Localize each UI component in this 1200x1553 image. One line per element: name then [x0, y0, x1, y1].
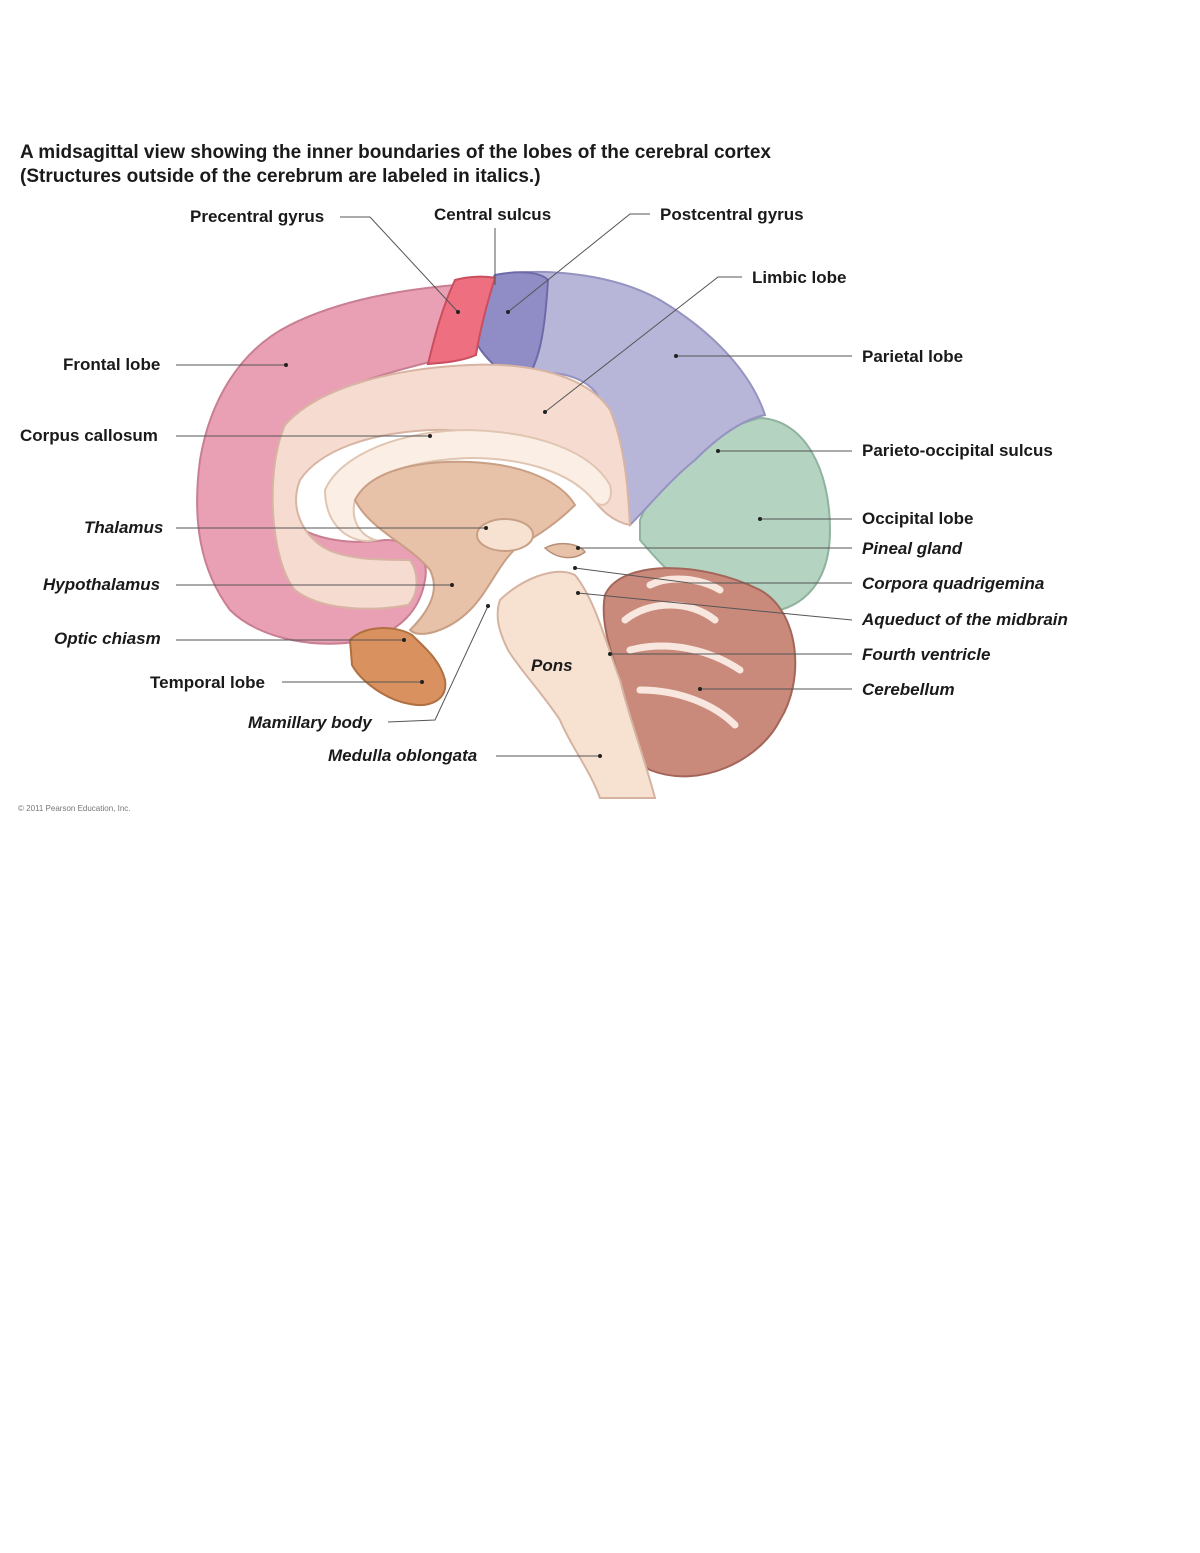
label-mamillary-body: Mamillary body — [248, 713, 372, 732]
precentral-gyrus-region — [426, 275, 497, 366]
label-occipital-lobe: Occipital lobe — [862, 509, 974, 528]
copyright-notice: © 2011 Pearson Education, Inc. — [18, 804, 131, 813]
corpus-callosum-region — [323, 428, 612, 542]
thalamus-structure — [476, 518, 534, 552]
leader-postcentral-gyrus — [507, 213, 650, 313]
label-temporal-lobe: Temporal lobe — [150, 673, 265, 692]
figure-title: A midsagittal view showing the inner bou… — [20, 141, 771, 189]
label-optic-chiasm: Optic chiasm — [54, 629, 161, 648]
pineal-gland-structure — [543, 542, 586, 559]
label-precentral-gyrus: Precentral gyrus — [190, 207, 325, 226]
label-parieto-occipital-sulcus: Parieto-occipital sulcus — [862, 441, 1053, 460]
leader-lines — [176, 213, 853, 757]
leader-mamillary-body — [387, 605, 489, 723]
label-parietal-lobe: Parietal lobe — [862, 347, 964, 366]
label-pineal-gland: Pineal gland — [862, 539, 963, 558]
leader-aqueduct — [577, 592, 853, 621]
label-medulla-oblongata: Medulla oblongata — [328, 746, 478, 765]
label-thalamus: Thalamus — [84, 518, 164, 537]
limbic-lobe-region — [271, 363, 632, 610]
brain-illustration — [176, 213, 853, 799]
brainstem-region — [496, 570, 657, 799]
diencephalon-region — [353, 460, 577, 635]
label-pons: Pons — [531, 656, 573, 675]
label-corpora-quadrigemina: Corpora quadrigemina — [862, 574, 1045, 593]
leader-precentral-gyrus — [340, 216, 459, 313]
label-hypothalamus: Hypothalamus — [43, 575, 161, 594]
title-line-1: A midsagittal view showing the inner bou… — [20, 142, 771, 163]
leader-limbic-lobe — [544, 276, 742, 413]
label-frontal-lobe: Frontal lobe — [63, 355, 161, 374]
label-postcentral-gyrus: Postcentral gyrus — [660, 205, 804, 224]
arbor-vitae — [621, 575, 744, 729]
label-aqueduct-of-the-midbrain: Aqueduct of the midbrain — [862, 610, 1068, 629]
temporal-lobe-region — [348, 627, 447, 706]
label-fourth-ventricle: Fourth ventricle — [862, 645, 991, 664]
label-cerebellum: Cerebellum — [862, 680, 955, 699]
label-central-sulcus: Central sulcus — [434, 205, 552, 224]
leader-dots — [284, 310, 762, 758]
label-corpus-callosum: Corpus callosum — [20, 426, 158, 445]
title-line-2: (Structures outside of the cerebrum are … — [20, 166, 541, 187]
leader-corpora-quadrigemina — [574, 567, 852, 584]
label-limbic-lobe: Limbic lobe — [752, 268, 847, 287]
